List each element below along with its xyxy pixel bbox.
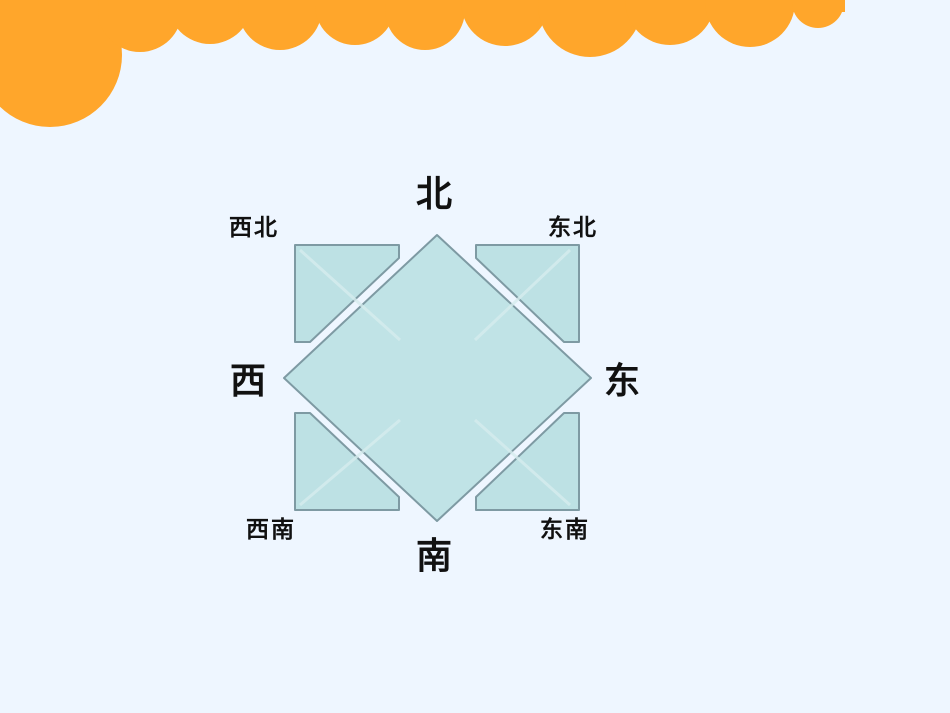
label-southeast: 东南 [540, 516, 590, 543]
label-southwest: 西南 [246, 516, 296, 543]
label-north: 北 [416, 173, 453, 215]
compass-diagram [283, 234, 592, 522]
orange-cloud-banner [0, 0, 845, 127]
corner-tile-southeast [475, 412, 580, 511]
label-northeast: 东北 [548, 214, 598, 241]
label-northwest: 西北 [229, 214, 279, 241]
label-east: 东 [604, 360, 641, 402]
label-south: 南 [416, 535, 453, 577]
corner-tile-northeast [475, 244, 580, 343]
label-west: 西 [230, 360, 267, 402]
faint-diagonal-guides [298, 248, 572, 507]
